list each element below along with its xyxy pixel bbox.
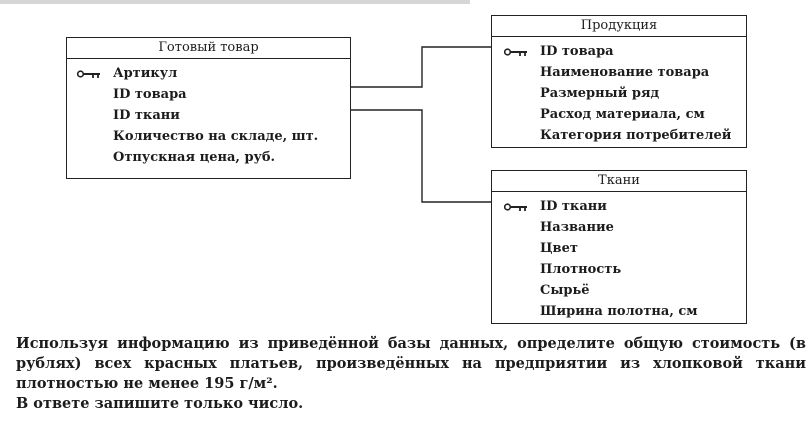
field-material-usage: Расход материала, см	[492, 104, 746, 125]
field-label: Ширина полотна, см	[540, 304, 698, 319]
field-consumer-category: Категория потребителей	[492, 125, 746, 146]
field-color: Цвет	[492, 238, 746, 259]
field-label: Расход материала, см	[540, 107, 705, 122]
table-fabrics: Ткани ID ткани Название Цвет Плотность С…	[491, 170, 747, 324]
field-stock-quantity: Количество на складе, шт.	[67, 126, 350, 147]
field-label: Артикул	[113, 66, 178, 81]
field-label: ID товара	[540, 44, 614, 59]
field-width: Ширина полотна, см	[492, 301, 746, 322]
field-sale-price: Отпускная цена, руб.	[67, 147, 350, 168]
top-edge-strip	[0, 0, 470, 4]
table-title: Продукция	[492, 16, 746, 37]
field-density: Плотность	[492, 259, 746, 280]
field-label: Название	[540, 220, 614, 235]
task-text: Используя информацию из приведённой базы…	[16, 334, 806, 414]
table-products: Продукция ID товара Наименование товара …	[491, 15, 747, 148]
task-instruction: В ответе запишите только число.	[16, 395, 304, 412]
field-label: Количество на складе, шт.	[113, 129, 319, 144]
relation-goods-fabric	[349, 109, 491, 203]
table-title: Готовый товар	[67, 38, 350, 59]
table-finished-goods: Готовый товар Артикул ID товара ID ткани…	[66, 37, 351, 179]
field-label: Сырьё	[540, 283, 590, 298]
field-article: Артикул	[67, 63, 350, 84]
relation-goods-products	[349, 46, 491, 88]
field-size-range: Размерный ряд	[492, 83, 746, 104]
field-label: Категория потребителей	[540, 128, 732, 143]
key-icon	[504, 203, 527, 211]
field-label: ID ткани	[540, 199, 607, 214]
field-label: Размерный ряд	[540, 86, 660, 101]
task-question: Используя информацию из приведённой базы…	[16, 335, 806, 392]
field-fabric-id: ID ткани	[67, 105, 350, 126]
field-fabric-name: Название	[492, 217, 746, 238]
field-label: Наименование товара	[540, 65, 710, 80]
key-icon	[504, 48, 527, 56]
field-label: ID товара	[113, 87, 187, 102]
field-label: Отпускная цена, руб.	[113, 150, 276, 165]
field-product-id: ID товара	[492, 41, 746, 62]
table-title: Ткани	[492, 171, 746, 192]
field-label: ID ткани	[113, 108, 180, 123]
field-fabric-id: ID ткани	[492, 196, 746, 217]
key-icon	[77, 70, 100, 78]
field-label: Цвет	[540, 241, 578, 256]
field-product-name: Наименование товара	[492, 62, 746, 83]
field-raw-material: Сырьё	[492, 280, 746, 301]
field-product-id: ID товара	[67, 84, 350, 105]
field-label: Плотность	[540, 262, 622, 277]
